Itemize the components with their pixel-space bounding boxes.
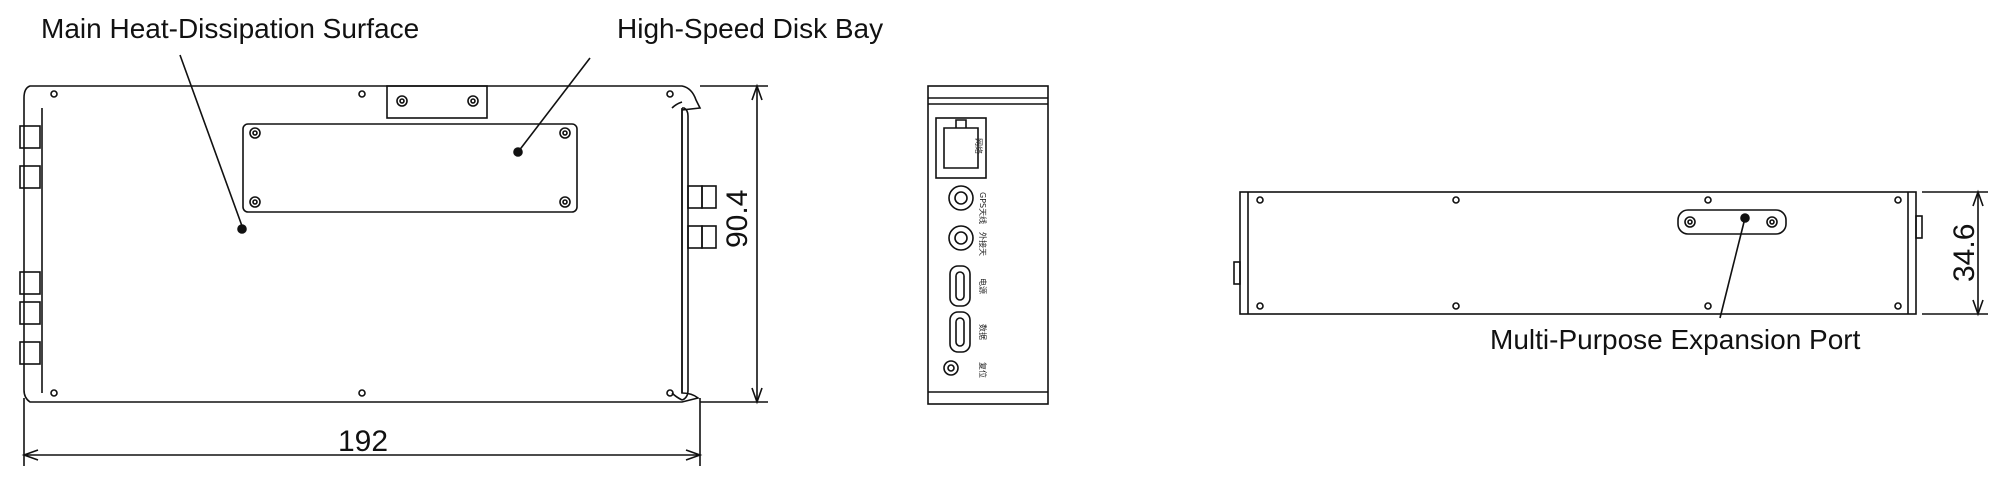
enclosure-outline — [23, 85, 702, 403]
width-dimension-value: 192 — [338, 425, 389, 458]
side-body-outline — [1239, 191, 1917, 315]
data-port-label: 数据 — [978, 324, 988, 340]
expansion-port-label: Multi-Purpose Expansion Port — [1490, 324, 1861, 355]
thickness-dimension — [1922, 189, 1988, 317]
port-side-view — [927, 85, 1049, 405]
expansion-port-leader — [1719, 217, 1746, 319]
expansion-port-plate — [1677, 209, 1787, 235]
network-port — [935, 117, 987, 179]
reset-button — [943, 360, 959, 376]
heat-surface-label: Main Heat-Dissipation Surface — [41, 13, 420, 44]
disk-bay-label: High-Speed Disk Bay — [617, 13, 884, 44]
top-bracket — [386, 85, 488, 119]
data-port — [949, 311, 971, 353]
height-dimension — [700, 83, 768, 405]
port-panel-outline — [927, 85, 1049, 405]
width-dimension — [21, 398, 703, 466]
reset-label: 复位 — [978, 362, 988, 378]
power-port-label: 电源 — [978, 278, 988, 294]
disk-bay-plate — [242, 123, 578, 213]
disk-bay-leader — [517, 57, 591, 153]
top-view — [19, 54, 717, 403]
heat-surface-leader — [179, 54, 243, 227]
gps-antenna-port — [948, 185, 974, 211]
side-view — [1233, 191, 1923, 319]
network-port-label: 网络 — [974, 138, 984, 154]
power-port — [949, 265, 971, 307]
external-antenna-port — [948, 225, 974, 251]
external-antenna-label: 外接天 — [978, 232, 988, 256]
gps-port-label: GPS天线 — [978, 192, 988, 224]
